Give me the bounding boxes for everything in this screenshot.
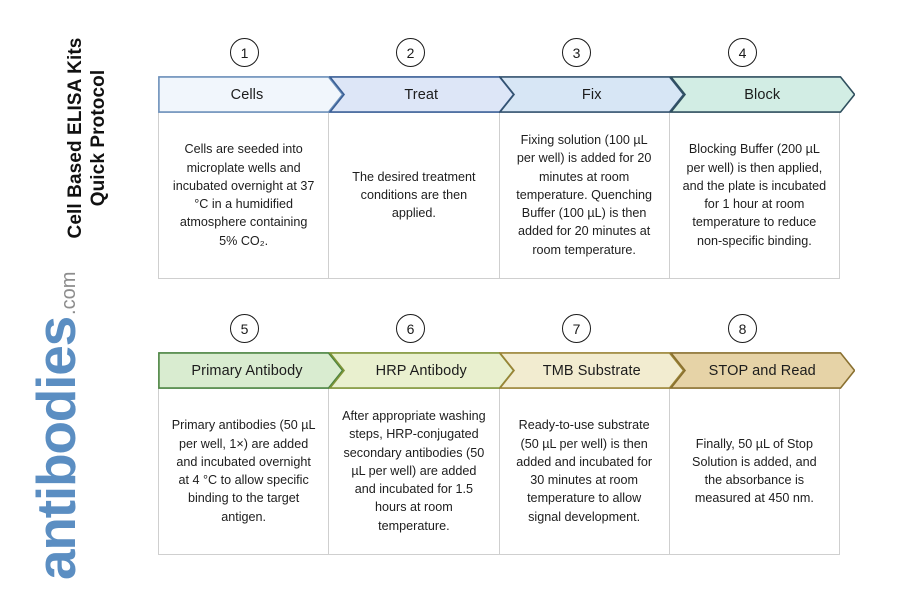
step-description-1: Cells are seeded into microplate wells a… [159, 112, 330, 278]
step-number-3: 3 [562, 38, 591, 67]
step-number-markers-row-2: 5 6 7 8 [158, 310, 840, 352]
step-number-7: 7 [562, 314, 591, 343]
step-description-4: Blocking Buffer (200 µL per well) is the… [682, 142, 827, 248]
step-number-1: 1 [230, 38, 259, 67]
chevron-step-4[interactable]: Block [669, 76, 855, 113]
step-description-8: Finally, 50 µL of Stop Solution is added… [692, 436, 817, 506]
chevron-step-3[interactable]: Fix [499, 76, 685, 113]
step-description-2: The desired treatment conditions are the… [329, 112, 500, 278]
chevron-step-1[interactable]: Cells [158, 76, 344, 113]
step-description-6: After appropriate washing steps, HRP-con… [329, 388, 500, 554]
protocol-row-1: 1 2 3 4 Cells Treat Fix Block [158, 34, 855, 113]
step-number-markers-row-1: 1 2 3 4 [158, 34, 840, 76]
chevron-step-7[interactable]: TMB Substrate [499, 352, 685, 389]
chevron-label-6: HRP Antibody [375, 362, 467, 379]
chevron-step-6[interactable]: HRP Antibody [328, 352, 514, 389]
brand-logo: antibodies.com [25, 272, 99, 580]
chevron-bar-row-2: Primary Antibody HRP Antibody TMB Substrat… [158, 352, 855, 389]
chevron-label-4: Block [744, 86, 781, 103]
chevron-label-5: Primary Antibody [191, 362, 303, 379]
brand-column: Cell Based ELISA Kits Quick Protocol ant… [0, 0, 150, 594]
chevron-step-8[interactable]: STOP and Read [669, 352, 855, 389]
step-number-5: 5 [230, 314, 259, 343]
step-description-5: Primary antibodies (50 µL per well, 1×) … [159, 388, 330, 554]
step-number-8: 8 [728, 314, 757, 343]
description-grid-row-2: Primary antibodies (50 µL per well, 1×) … [158, 388, 840, 555]
chevron-label-2: Treat [404, 86, 439, 103]
chevron-step-2[interactable]: Treat [328, 76, 514, 113]
brand-name: antibodies [25, 316, 87, 580]
page-title: Cell Based ELISA Kits Quick Protocol [64, 37, 109, 239]
step-number-2: 2 [396, 38, 425, 67]
chevron-shape-4 [669, 76, 855, 113]
step-number-6: 6 [396, 314, 425, 343]
protocol-row-2: 5 6 7 8 Primary Antibody HRP Antibody TMB … [158, 310, 855, 389]
description-grid-row-1: Cells are seeded into microplate wells a… [158, 112, 840, 279]
chevron-label-3: Fix [581, 86, 602, 103]
chevron-step-5[interactable]: Primary Antibody [158, 352, 344, 389]
chevron-label-7: TMB Substrate [542, 362, 641, 379]
step-description-3: Fixing solution (100 µL per well) is add… [500, 112, 670, 278]
chevron-shape-8 [669, 352, 855, 389]
step-description-7: Ready-to-use substrate (50 µL per well) … [500, 388, 670, 554]
chevron-bar-row-1: Cells Treat Fix Block [158, 76, 855, 113]
chevron-label-8: STOP and Read [708, 362, 816, 379]
brand-suffix: .com [58, 271, 80, 315]
step-number-4: 4 [728, 38, 757, 67]
chevron-label-1: Cells [230, 86, 264, 103]
